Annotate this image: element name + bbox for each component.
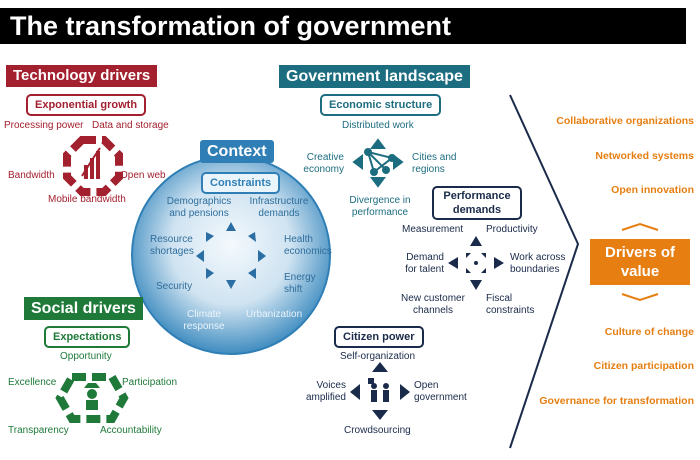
social-item-transparency: Transparency — [8, 425, 69, 436]
context-item-security: Security — [156, 281, 193, 292]
perf-item-work-boundaries: Work across boundaries — [510, 252, 566, 275]
context-item-infrastructure: Infrastructure demands — [249, 196, 309, 219]
page-title: The transformation of government — [0, 8, 686, 44]
driver-governance-transformation: Governance for transformation — [539, 395, 694, 407]
perf-item-fiscal-constraints: Fiscal constraints — [486, 293, 535, 316]
constraints-label: Constraints — [201, 172, 281, 194]
tech-item-data-storage: Data and storage — [92, 120, 169, 131]
context-item-health-economics: Health economics — [284, 234, 332, 257]
technology-drivers-header: Technology drivers — [6, 65, 158, 87]
tech-item-mobile-bandwidth: Mobile bandwidth — [48, 194, 126, 205]
driver-networked-systems: Networked systems — [595, 150, 694, 162]
perf-item-demand-talent: Demand for talent — [405, 252, 444, 275]
econ-item-distributed-work: Distributed work — [342, 120, 414, 131]
orange-bracket-bottom — [621, 293, 659, 302]
orange-bracket-top — [621, 222, 659, 231]
social-item-participation: Participation — [122, 377, 178, 388]
performance-demands-label: Performance demands — [432, 186, 522, 220]
driver-citizen-participation: Citizen participation — [593, 360, 694, 372]
social-item-opportunity: Opportunity — [60, 351, 112, 362]
converging-arrows-icon — [448, 236, 504, 290]
context-item-climate-response: Climate response — [183, 309, 225, 332]
network-icon — [352, 138, 404, 188]
citizen-item-crowdsourcing: Crowdsourcing — [344, 425, 411, 436]
exponential-growth-label: Exponential growth — [26, 94, 147, 116]
econ-item-cities-regions: Cities and regions — [412, 152, 457, 175]
chevron-divider — [509, 94, 580, 449]
social-drivers-header: Social drivers — [24, 297, 143, 320]
tech-item-bandwidth: Bandwidth — [8, 170, 55, 181]
citizen-item-self-organization: Self-organization — [340, 351, 416, 362]
tech-item-processing-power: Processing power — [4, 120, 84, 131]
context-item-resource-shortages: Resource shortages — [150, 234, 194, 257]
perf-item-measurement: Measurement — [402, 224, 464, 235]
context-item-urbanization: Urbanization — [246, 309, 303, 320]
context-item-energy-shift: Energy shift — [284, 272, 316, 295]
econ-item-creative-economy: Creative economy — [303, 152, 344, 175]
citizen-power-label: Citizen power — [334, 326, 424, 348]
citizen-item-open-government: Open government — [414, 380, 467, 403]
driver-open-innovation: Open innovation — [611, 184, 694, 196]
drivers-of-value-box: Drivers of value — [590, 239, 690, 285]
megaphone-person-icon — [55, 373, 129, 423]
tech-item-open-web: Open web — [120, 170, 166, 181]
social-item-accountability: Accountability — [100, 425, 162, 436]
citizen-item-voices-amplified: Voices amplified — [305, 380, 346, 403]
perf-item-productivity: Productivity — [486, 224, 538, 235]
driver-culture-change: Culture of change — [604, 326, 694, 338]
driver-collaborative-organizations: Collaborative organizations — [556, 115, 694, 127]
social-item-excellence: Excellence — [8, 377, 57, 388]
government-landscape-header: Government landscape — [279, 65, 470, 88]
context-item-demographics: Demographics and pensions — [166, 196, 232, 219]
context-header: Context — [200, 140, 274, 163]
economic-structure-label: Economic structure — [320, 94, 442, 116]
context-triangle-ring — [196, 222, 266, 289]
people-protest-icon — [350, 362, 410, 420]
perf-item-customer-channels: New customer channels — [401, 293, 465, 316]
expectations-label: Expectations — [44, 326, 131, 348]
econ-item-divergence: Divergence in performance — [349, 195, 411, 218]
chart-growth-icon — [63, 136, 123, 196]
